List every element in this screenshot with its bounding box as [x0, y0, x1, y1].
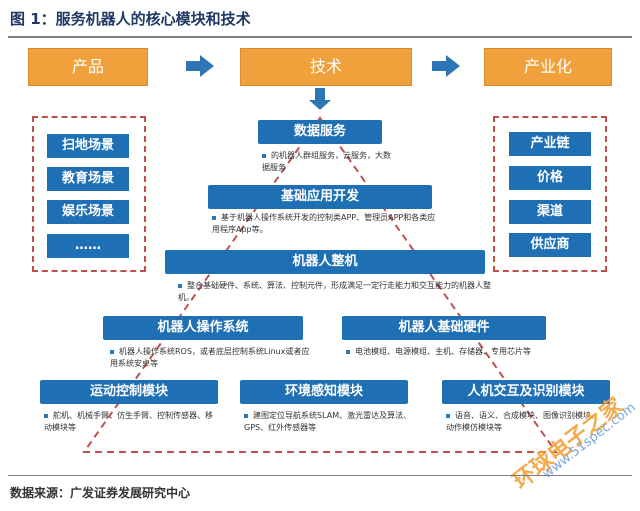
product-item-sweeping: 扫地场景 [47, 134, 129, 158]
module-robot-os-desc: 机器人操作系统ROS，或者底层控制系统Linux或者应用系统安卓等 [110, 347, 310, 368]
arrow-down-body [315, 88, 325, 100]
product-item-education: 教育场景 [47, 167, 129, 191]
industry-item-channel: 渠道 [509, 200, 591, 224]
industry-panel [493, 116, 607, 272]
module-robot-os: 机器人操作系统 [103, 316, 303, 340]
module-motion-control-desc: 舵机、机械手臂、仿生手臂、控制传感器、移动模块等 [44, 411, 213, 432]
industry-item-supplier: 供应商 [509, 233, 591, 257]
arrow-right-2-body [432, 61, 446, 71]
source-note: 数据来源：广发证券发展研究中心 [10, 486, 191, 500]
module-robot-whole-desc: 整合基础硬件、系统、算法、控制元件，形成满足一定行走能力和交互能力的机器人整机。 [178, 281, 491, 302]
module-robot-hardware-desc: 电池模组、电源模组、主机、存储器、专用芯片等 [346, 346, 536, 358]
module-data-service-desc: 的机器人群组服务，云服务，大数据服务 [262, 151, 391, 172]
arrow-down-icon [309, 100, 331, 110]
module-basic-app: 基础应用开发 [208, 185, 432, 209]
module-data-service: 数据服务 [258, 120, 382, 144]
tech-box: 技术 [240, 48, 412, 86]
top-divider [8, 36, 632, 38]
industry-item-chain: 产业链 [509, 132, 591, 156]
module-basic-app-desc: 基于机器人操作系统开发的控制类APP、管理员APP和各类应用程序App等。 [212, 213, 436, 234]
arrow-right-icon [200, 55, 214, 77]
module-robot-hardware: 机器人基础硬件 [342, 316, 546, 340]
module-hci: 人机交互及识别模块 [442, 380, 610, 404]
product-item-entertainment: 娱乐场景 [47, 200, 129, 224]
module-robot-whole: 机器人整机 [165, 250, 485, 274]
product-box: 产品 [28, 48, 148, 86]
module-env-sensing: 环境感知模块 [240, 380, 408, 404]
module-hci-desc: 语音、语义、合成模块、图像识别模块、动作模仿模块等 [446, 411, 599, 432]
product-panel [32, 116, 146, 272]
arrow-right-icon [446, 55, 460, 77]
industry-box: 产业化 [484, 48, 612, 86]
product-item-more: …… [47, 234, 129, 258]
figure-title: 图 1：服务机器人的核心模块和技术 [10, 10, 251, 28]
module-motion-control: 运动控制模块 [40, 380, 218, 404]
module-env-sensing-desc: 建图定位导航系统SLAM、激光雷达及算法、GPS、红外传感器等 [244, 411, 412, 432]
bottom-divider [8, 475, 632, 476]
industry-item-price: 价格 [509, 166, 591, 190]
arrow-right-1-body [186, 61, 200, 71]
